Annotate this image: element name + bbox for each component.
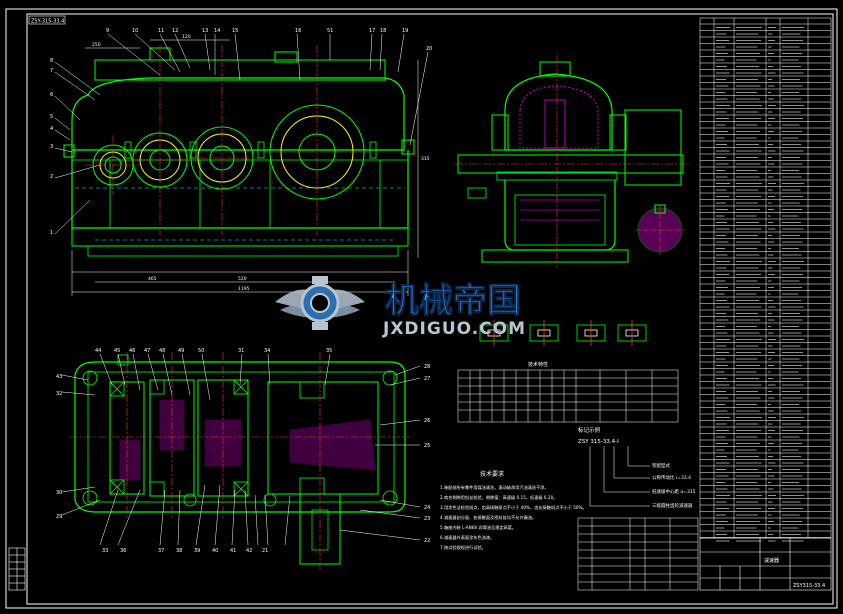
svg-text:21: 21 [262, 548, 268, 554]
svg-text:3.用涂色法检验斑点，齿高接触斑点不小于 40%，齿长接触斑: 3.用涂色法检验斑点，齿高接触斑点不小于 40%，齿长接触斑点不小于 50%。 [440, 504, 587, 511]
svg-text:20: 20 [426, 46, 432, 52]
watermark-brand: 机械帝国 [385, 281, 521, 321]
inner-frame [26, 13, 834, 605]
svg-text:35: 35 [326, 348, 332, 354]
svg-text:24: 24 [424, 505, 430, 511]
marking-title: 标记示例 [578, 426, 601, 434]
svg-text:15: 15 [232, 28, 238, 34]
watermark-url: JXDIGUO.COM [382, 319, 526, 339]
shaft-section-detail [635, 204, 685, 255]
marking-note-2: 公称传动比 i=33.4 [652, 474, 691, 481]
svg-text:51: 51 [327, 28, 333, 34]
svg-text:465: 465 [148, 276, 157, 282]
svg-text:37: 37 [158, 548, 164, 554]
svg-text:16: 16 [295, 28, 301, 34]
svg-text:48: 48 [159, 348, 165, 354]
assembly-type-icons [479, 320, 647, 346]
svg-text:5: 5 [50, 114, 53, 120]
title-block [699, 537, 832, 591]
svg-text:38: 38 [176, 548, 182, 554]
svg-text:33: 33 [102, 548, 108, 554]
plan-leaders [61, 353, 421, 546]
svg-text:17: 17 [369, 28, 375, 34]
svg-text:11: 11 [158, 28, 164, 34]
svg-text:7: 7 [50, 68, 53, 74]
svg-text:315: 315 [421, 156, 430, 162]
marking-note-3: 低速级中心距 a=315 [652, 488, 696, 495]
watermark: 机械帝国 JXDIGUO.COM [275, 276, 526, 339]
svg-text:7.按试验规程进行试验。: 7.按试验规程进行试验。 [440, 544, 486, 551]
front-labels: 9 10 11 12 13 14 15 16 51 17 18 19 20 8 … [50, 28, 432, 236]
tech-table-title: 技术特性 [528, 361, 548, 368]
svg-text:120: 120 [182, 34, 191, 40]
svg-text:2.啮合侧隙用铅丝检验，侧隙值：高速级 0.15，低速级 0: 2.啮合侧隙用铅丝检验，侧隙值：高速级 0.15，低速级 0.20。 [440, 494, 557, 501]
svg-text:1.装配前所有零件用煤油清洗，滚动轴承用汽油清洗干净。: 1.装配前所有零件用煤油清洗，滚动轴承用汽油清洗干净。 [440, 484, 549, 491]
svg-text:40: 40 [212, 548, 218, 554]
binding-strip [8, 547, 26, 591]
svg-text:34: 34 [264, 348, 270, 354]
svg-text:9: 9 [106, 28, 109, 34]
svg-text:6.减速器外表面涂灰色油漆。: 6.减速器外表面涂灰色油漆。 [440, 534, 494, 541]
svg-text:44: 44 [95, 348, 101, 354]
marking-code: ZSY 315-33.4-I [578, 439, 619, 445]
svg-text:1195: 1195 [238, 286, 250, 292]
front-leaders [54, 33, 429, 235]
svg-text:43: 43 [56, 374, 62, 380]
svg-text:10: 10 [132, 28, 138, 34]
svg-text:13: 13 [202, 28, 208, 34]
svg-text:6: 6 [50, 92, 53, 98]
title-block-name: 减速器 [764, 557, 779, 564]
svg-text:3: 3 [50, 144, 53, 150]
svg-text:23: 23 [424, 516, 430, 522]
svg-text:8: 8 [50, 58, 53, 64]
svg-text:12: 12 [172, 28, 178, 34]
plan-labels: 44 45 46 47 48 49 50 31 34 35 33 36 37 3… [56, 348, 430, 554]
svg-text:45: 45 [114, 348, 120, 354]
svg-text:30: 30 [56, 490, 62, 496]
title-block-code: ZSY315-33.4 [793, 583, 825, 589]
tech-req-lines: 1.装配前所有零件用煤油清洗，滚动轴承用汽油清洗干净。 2.啮合侧隙用铅丝检验，… [440, 484, 587, 551]
svg-text:47: 47 [144, 348, 150, 354]
svg-text:250: 250 [92, 42, 101, 48]
marking-note-4: 三级圆柱齿轮减速器 [652, 502, 693, 509]
svg-text:32: 32 [56, 391, 62, 397]
svg-text:4: 4 [50, 126, 53, 132]
svg-text:42: 42 [246, 548, 252, 554]
svg-text:5.箱座内装 L-AN68 润滑油至规定高度。: 5.箱座内装 L-AN68 润滑油至规定高度。 [440, 524, 516, 531]
svg-text:26: 26 [424, 418, 430, 424]
parts-table [699, 17, 832, 539]
svg-text:22: 22 [424, 538, 430, 544]
svg-text:50: 50 [198, 348, 204, 354]
outer-frame [5, 8, 838, 609]
svg-text:27: 27 [424, 376, 430, 382]
svg-text:18: 18 [380, 28, 386, 34]
svg-text:19: 19 [402, 28, 408, 34]
lower-parts-list [577, 517, 699, 591]
svg-text:31: 31 [238, 348, 244, 354]
marking-note-1: 装配型式 [652, 462, 670, 469]
tech-req-title: 技术要求 [480, 470, 504, 478]
svg-text:14: 14 [214, 28, 220, 34]
svg-text:46: 46 [129, 348, 135, 354]
svg-text:41: 41 [230, 548, 236, 554]
svg-text:520: 520 [238, 276, 247, 282]
svg-text:28: 28 [424, 364, 430, 370]
marking-leaders [589, 446, 650, 507]
svg-text:2: 2 [50, 174, 53, 180]
svg-text:36: 36 [120, 548, 126, 554]
wings-gear-icon [275, 276, 365, 330]
svg-text:29: 29 [56, 514, 62, 520]
svg-text:1: 1 [50, 230, 53, 236]
svg-text:4.减速器剖分面、各接触面及密封处均不允许漏油。: 4.减速器剖分面、各接触面及密封处均不允许漏油。 [440, 514, 536, 521]
svg-text:49: 49 [178, 348, 184, 354]
title-tag: ZSY-315-33.4 [31, 19, 64, 25]
tech-table [457, 369, 679, 423]
svg-text:39: 39 [194, 548, 200, 554]
svg-text:25: 25 [424, 443, 430, 449]
parts-table-entries [716, 27, 804, 542]
